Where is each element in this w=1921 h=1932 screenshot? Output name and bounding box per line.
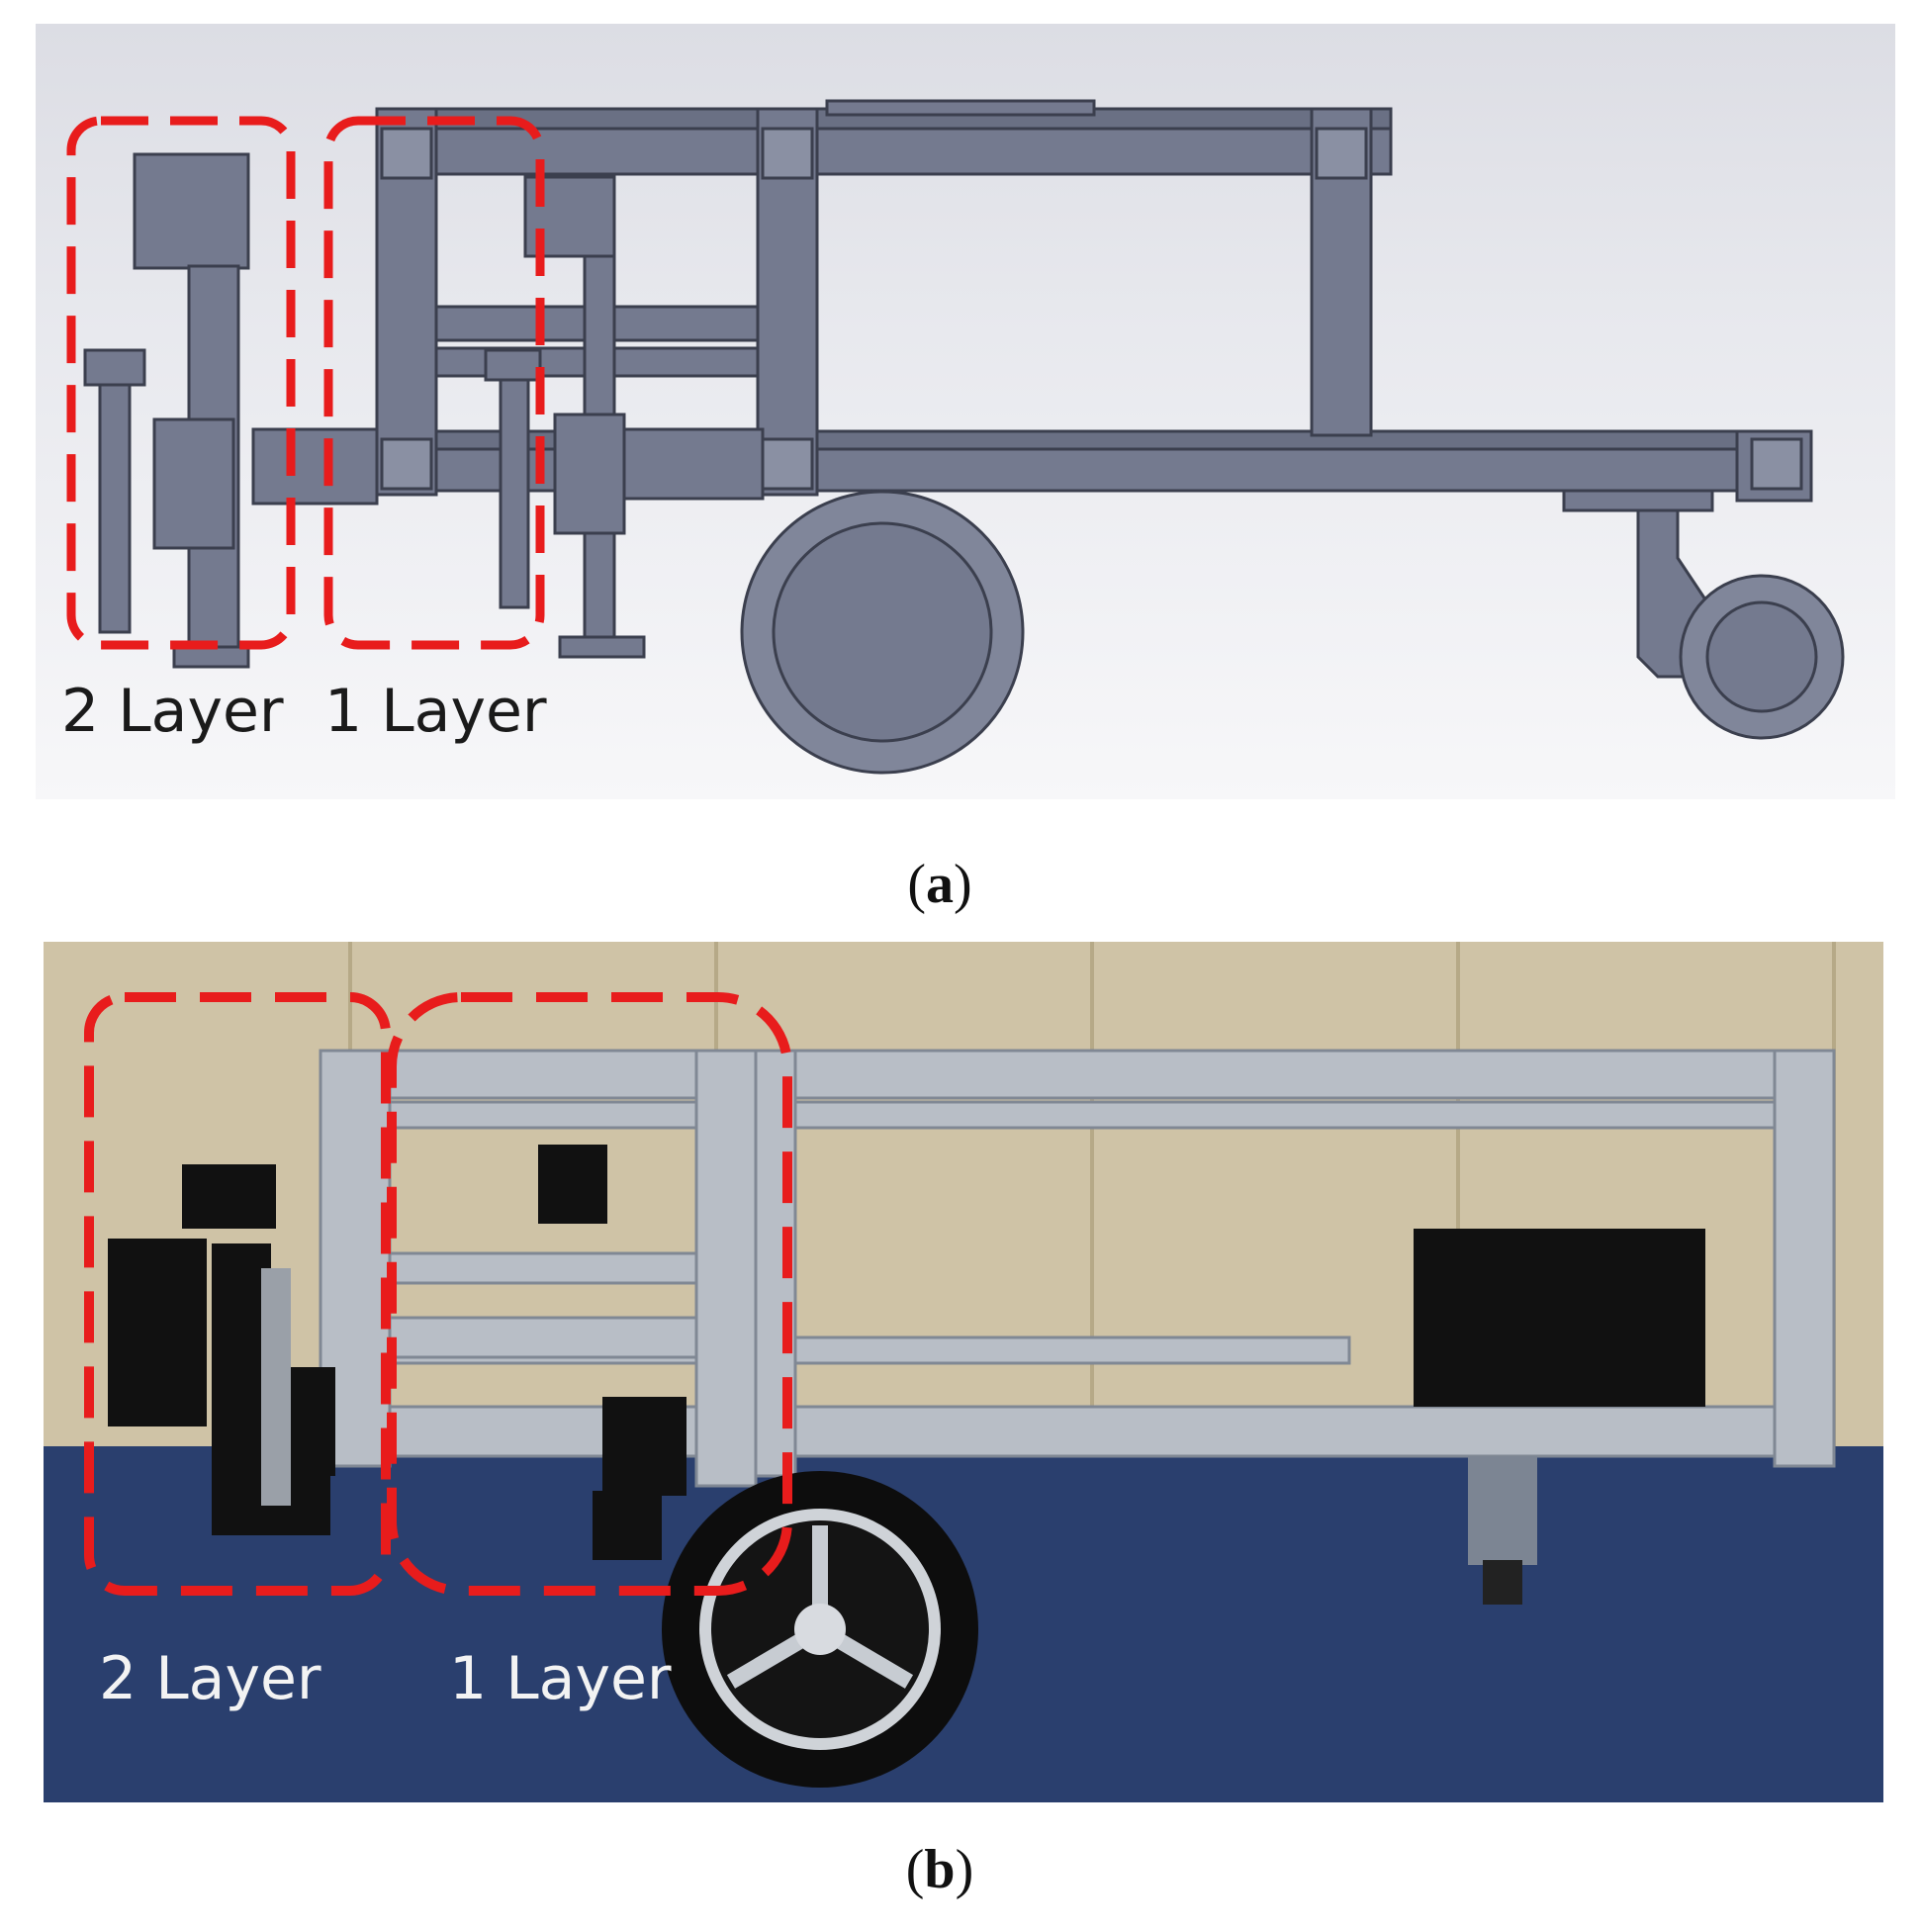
photo-battery bbox=[1414, 1229, 1705, 1407]
cad-robot-drawing bbox=[66, 99, 1845, 775]
cad-2layer-arm bbox=[251, 427, 379, 506]
cad-1layer-highlight bbox=[323, 116, 545, 650]
cad-1layer-carriage bbox=[553, 413, 626, 535]
cad-top-plate bbox=[825, 99, 1096, 117]
photo-robot bbox=[44, 942, 1883, 1802]
photo-2layer-highlight bbox=[84, 992, 391, 1596]
cad-caster-plate bbox=[1562, 489, 1714, 512]
cad-2layer-highlight bbox=[66, 116, 296, 650]
photo-post-front bbox=[1773, 1049, 1836, 1468]
photo-1layer-highlight bbox=[387, 992, 792, 1596]
caption-a: (a) bbox=[907, 854, 972, 915]
cad-2layer-carriage bbox=[152, 417, 235, 550]
caption-a-letter: a bbox=[926, 854, 954, 915]
photo-caster bbox=[1468, 1456, 1537, 1565]
photo-top-rail bbox=[319, 1049, 1836, 1100]
photo-1layer-label: 1 Layer bbox=[449, 1644, 672, 1713]
cad-drawing-panel: 2 Layer 1 Layer bbox=[36, 24, 1895, 799]
caption-b: (b) bbox=[905, 1839, 974, 1900]
photo-2layer-label: 2 Layer bbox=[99, 1644, 321, 1713]
photo-post-mid-a bbox=[694, 1049, 758, 1488]
photo-2layer-motor bbox=[182, 1164, 276, 1229]
cad-1layer-label: 1 Layer bbox=[324, 677, 547, 746]
cad-2layer-motor bbox=[133, 152, 250, 270]
photo-bottom-rail bbox=[358, 1405, 1836, 1458]
caption-b-letter: b bbox=[924, 1839, 956, 1900]
photo-panel: 2 Layer 1 Layer bbox=[44, 942, 1883, 1802]
cad-1layer-arm bbox=[622, 427, 765, 501]
cad-2layer-label: 2 Layer bbox=[61, 677, 284, 746]
photo-1layer-actuator bbox=[602, 1397, 686, 1496]
